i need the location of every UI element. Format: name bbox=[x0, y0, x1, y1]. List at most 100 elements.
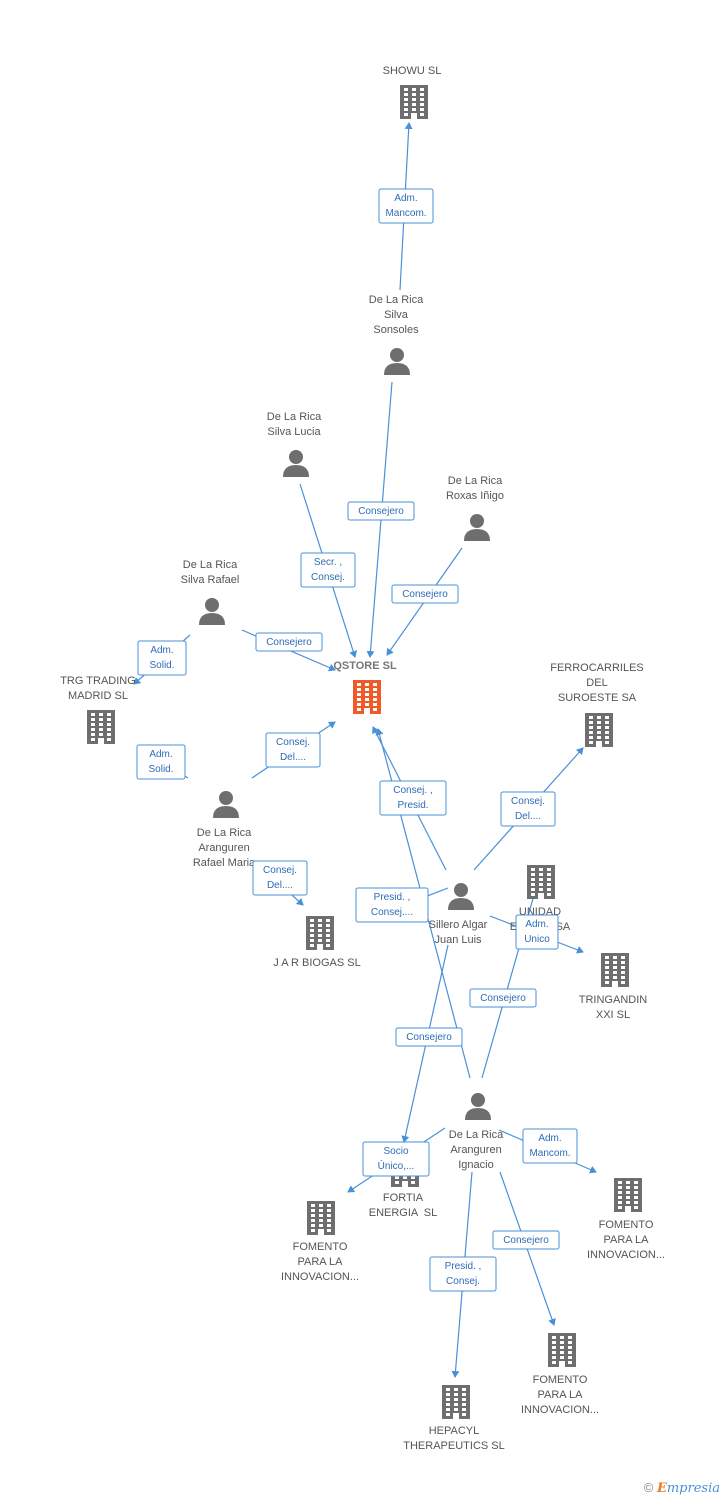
edge-label-e2[interactable]: Consejero bbox=[347, 501, 415, 521]
edge-label-text: Adm. bbox=[394, 193, 417, 204]
node-label-rafael[interactable]: Silva Rafael bbox=[181, 574, 240, 586]
edge-label-text: Adm. bbox=[150, 645, 173, 656]
node-label-fortia[interactable]: ENERGIA SL bbox=[369, 1207, 437, 1219]
edge-label-text: Del.... bbox=[280, 752, 306, 763]
edge-label-e7[interactable]: Adm.Solid. bbox=[136, 744, 186, 780]
edge-label-box bbox=[391, 584, 459, 604]
node-label-fomento1[interactable]: FOMENTO bbox=[293, 1241, 348, 1253]
edge-label-box bbox=[395, 1027, 463, 1047]
edge-label-text: Presid. , bbox=[374, 892, 411, 903]
edge-label-e16[interactable]: SocioÚnico,... bbox=[362, 1141, 430, 1177]
node-label-ignacio[interactable]: Ignacio bbox=[458, 1159, 493, 1171]
node-label-fomento3[interactable]: INNOVACION... bbox=[521, 1404, 599, 1416]
node-label-fomento3[interactable]: PARA LA bbox=[537, 1389, 583, 1401]
node-label-ignacio[interactable]: De La Rica bbox=[449, 1129, 504, 1141]
edge-label-e8[interactable]: Consej.Del.... bbox=[265, 732, 321, 768]
node-label-fomento3[interactable]: FOMENTO bbox=[533, 1374, 588, 1386]
node-label-inigo[interactable]: Roxas Iñigo bbox=[446, 490, 504, 502]
edge-label-e6[interactable]: Adm.Solid. bbox=[137, 640, 187, 676]
node-label-lucia[interactable]: Silva Lucia bbox=[267, 426, 321, 438]
building-icon-hepacyl[interactable] bbox=[442, 1385, 470, 1419]
edge-label-box bbox=[469, 988, 537, 1008]
building-icon-qstore[interactable] bbox=[353, 680, 381, 714]
person-icon-juanluis[interactable] bbox=[448, 883, 474, 910]
edge-label-text: Socio bbox=[383, 1146, 408, 1157]
node-label-jar[interactable]: J A R BIOGAS SL bbox=[273, 957, 360, 969]
node-label-tringandin[interactable]: TRINGANDIN bbox=[579, 994, 648, 1006]
node-label-rafmaria[interactable]: Aranguren bbox=[198, 842, 249, 854]
edge-label-text: Del.... bbox=[267, 880, 293, 891]
node-label-trg[interactable]: MADRID SL bbox=[68, 690, 128, 702]
edge-label-e9[interactable]: Consej.Del.... bbox=[252, 860, 308, 896]
edge-label-e19[interactable]: Presid. ,Consej. bbox=[429, 1256, 497, 1292]
node-label-lucia[interactable]: De La Rica bbox=[267, 411, 322, 423]
building-icon-fomento3[interactable] bbox=[548, 1333, 576, 1367]
edge-label-e15[interactable]: Consejero bbox=[395, 1027, 463, 1047]
node-label-hepacyl[interactable]: HEPACYL bbox=[429, 1425, 480, 1437]
building-icon-ferro[interactable] bbox=[585, 713, 613, 747]
node-label-juanluis[interactable]: Sillero Algar bbox=[429, 919, 488, 931]
node-label-trg[interactable]: TRG TRADING bbox=[60, 675, 136, 687]
node-label-rafael[interactable]: De La Rica bbox=[183, 559, 238, 571]
edge-label-e14[interactable]: Consejero bbox=[469, 988, 537, 1008]
person-icon-rafmaria[interactable] bbox=[213, 791, 239, 818]
edge-label-e18[interactable]: Consejero bbox=[492, 1230, 560, 1250]
edge-label-box bbox=[522, 1128, 578, 1164]
node-label-fomento1[interactable]: INNOVACION... bbox=[281, 1271, 359, 1283]
node-label-ferro[interactable]: DEL bbox=[586, 677, 607, 689]
node-label-juanluis[interactable]: Juan Luis bbox=[434, 934, 482, 946]
node-label-ignacio[interactable]: Aranguren bbox=[450, 1144, 501, 1156]
edge-label-text: Consej. bbox=[311, 572, 345, 583]
node-label-inigo[interactable]: De La Rica bbox=[448, 475, 503, 487]
building-icon-jar[interactable] bbox=[306, 916, 334, 950]
node-label-hepacyl[interactable]: THERAPEUTICS SL bbox=[403, 1440, 504, 1452]
edge-label-box bbox=[355, 887, 429, 923]
building-icon-fomento1[interactable] bbox=[307, 1201, 335, 1235]
building-icon-trg[interactable] bbox=[87, 710, 115, 744]
person-icon-rafael[interactable] bbox=[199, 598, 225, 625]
node-label-ferro[interactable]: FERROCARRILES bbox=[550, 662, 644, 674]
edge-label-e1[interactable]: Adm.Mancom. bbox=[378, 188, 434, 224]
edge-label-box bbox=[255, 632, 323, 652]
node-label-fomento1[interactable]: PARA LA bbox=[297, 1256, 343, 1268]
building-icon-tringandin[interactable] bbox=[601, 953, 629, 987]
edge-label-text: Mancom. bbox=[529, 1148, 570, 1159]
brand-initial: E bbox=[656, 1481, 667, 1496]
node-label-rafmaria[interactable]: Rafael Maria bbox=[193, 857, 256, 869]
person-icon-ignacio[interactable] bbox=[465, 1093, 491, 1120]
building-icon-showu[interactable] bbox=[400, 85, 428, 119]
node-label-sonsoles[interactable]: Sonsoles bbox=[373, 324, 419, 336]
edge-label-e10[interactable]: Consej. ,Presid. bbox=[379, 780, 447, 816]
node-label-showu[interactable]: SHOWU SL bbox=[383, 65, 442, 77]
edge-label-box bbox=[265, 732, 321, 768]
building-icon-unidad[interactable] bbox=[527, 865, 555, 899]
edge-label-e5[interactable]: Consejero bbox=[255, 632, 323, 652]
edge-label-e12[interactable]: Presid. ,Consej.... bbox=[355, 887, 429, 923]
empresia-watermark: © Empresia bbox=[644, 1480, 720, 1496]
building-icon-fomento2[interactable] bbox=[614, 1178, 642, 1212]
edge-label-e11[interactable]: Consej.Del.... bbox=[500, 791, 556, 827]
edge-label-e17[interactable]: Adm. Mancom. bbox=[522, 1128, 578, 1164]
edge-label-text: Único,... bbox=[378, 1159, 415, 1172]
edge-label-text: Adm. bbox=[538, 1133, 561, 1144]
node-label-sonsoles[interactable]: De La Rica bbox=[369, 294, 424, 306]
node-label-ferro[interactable]: SUROESTE SA bbox=[558, 692, 637, 704]
edge-label-box bbox=[378, 188, 434, 224]
node-label-fortia[interactable]: FORTIA bbox=[383, 1192, 424, 1204]
node-label-fomento2[interactable]: INNOVACION... bbox=[587, 1249, 665, 1261]
person-icon-lucia[interactable] bbox=[283, 450, 309, 477]
edge-label-e13[interactable]: Adm.Unico bbox=[515, 914, 559, 950]
person-icon-sonsoles[interactable] bbox=[384, 348, 410, 375]
node-label-fomento2[interactable]: PARA LA bbox=[603, 1234, 649, 1246]
person-icon-inigo[interactable] bbox=[464, 514, 490, 541]
edge-label-e4[interactable]: Consejero bbox=[391, 584, 459, 604]
edge-label-text: Consej. bbox=[446, 1276, 480, 1287]
edge-label-text: Consejero bbox=[358, 506, 404, 517]
node-label-qstore[interactable]: QSTORE SL bbox=[333, 660, 397, 672]
node-label-fomento2[interactable]: FOMENTO bbox=[599, 1219, 654, 1231]
node-label-tringandin[interactable]: XXI SL bbox=[596, 1009, 630, 1021]
edge-label-box bbox=[137, 640, 187, 676]
node-label-rafmaria[interactable]: De La Rica bbox=[197, 827, 252, 839]
edge-label-e3[interactable]: Secr. ,Consej. bbox=[300, 552, 356, 588]
node-label-sonsoles[interactable]: Silva bbox=[384, 309, 409, 321]
